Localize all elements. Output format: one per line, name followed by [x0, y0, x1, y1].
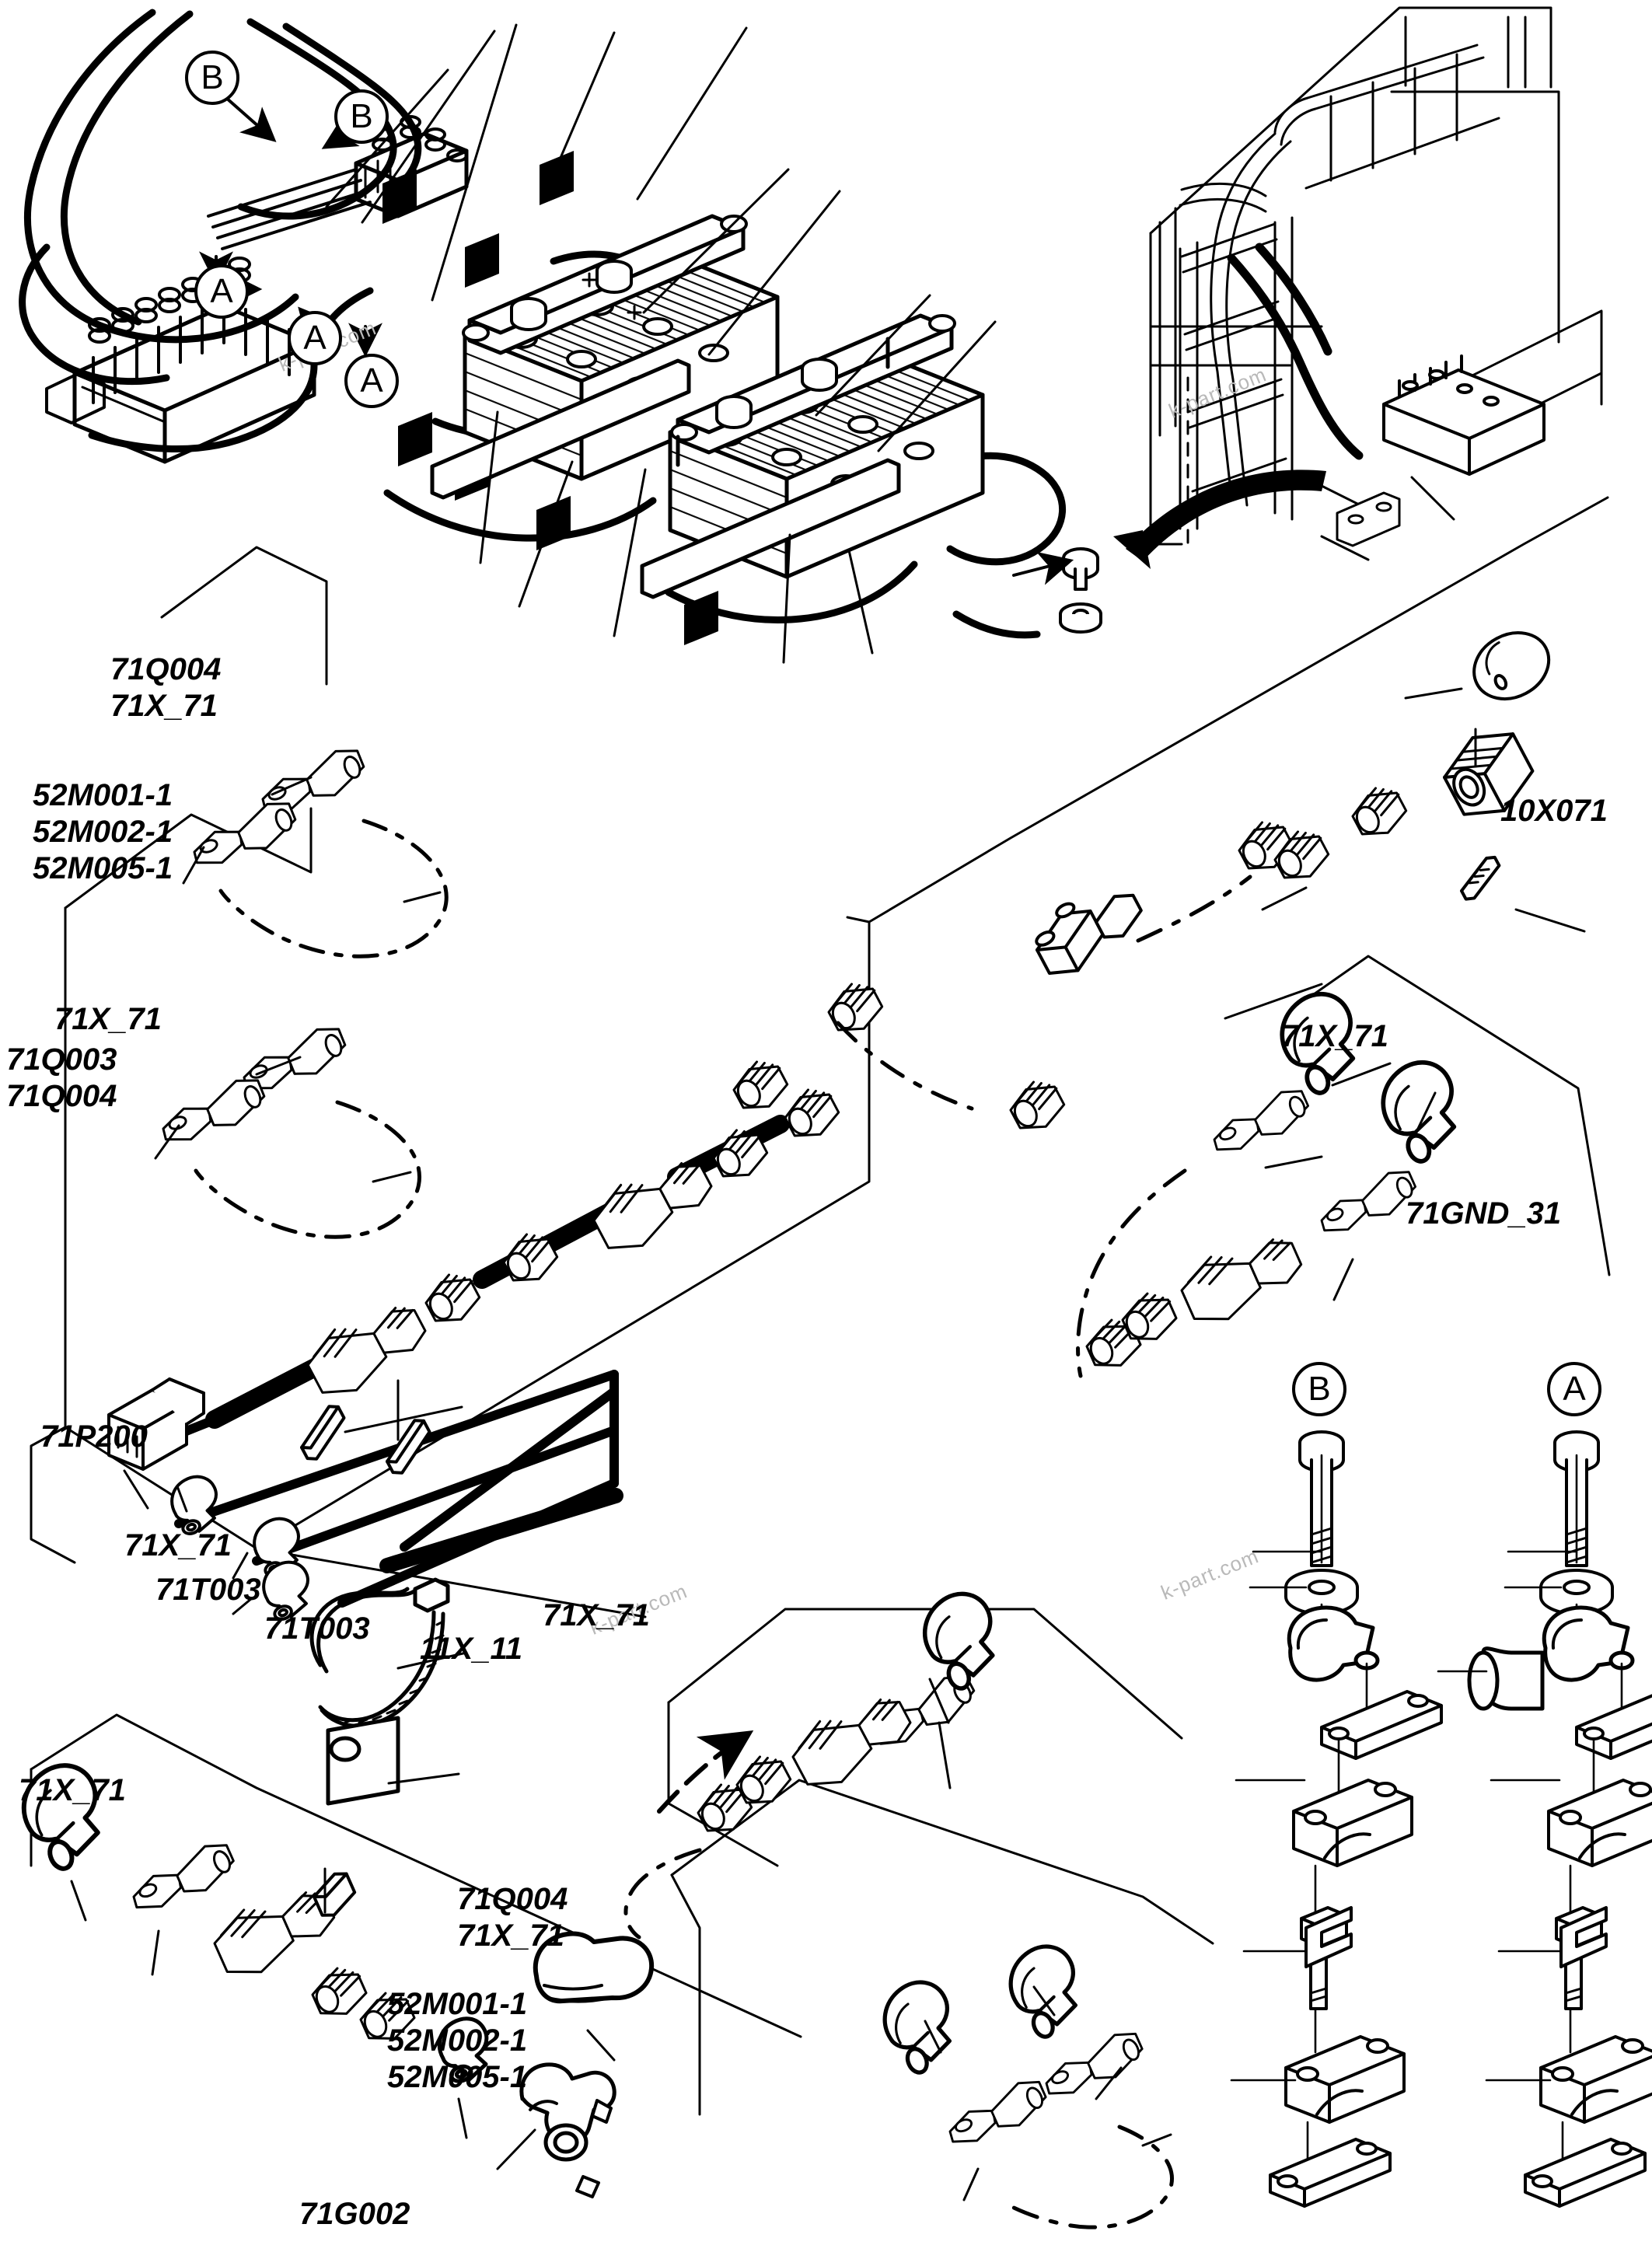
callout-bubble-a: A: [194, 264, 249, 319]
callout-bubble-b: B: [334, 89, 389, 144]
lbl-71t003-a: 71T003: [155, 1573, 261, 1607]
callout-bubble-b: B: [1292, 1362, 1346, 1416]
lbl-52m-lower: 52M001-1 52M002-1 52M005-1: [387, 1987, 528, 2095]
callout-bubble-a: A: [1547, 1362, 1601, 1416]
lbl-71x71-71t003: 71X_71: [124, 1528, 232, 1562]
lbl-11x11: 11X_11: [420, 1632, 522, 1666]
callout-bubble-b: B: [185, 51, 239, 105]
callout-bubble-a: A: [344, 354, 399, 408]
lbl-71q004-71x71-upper: 71Q004 71X_71: [110, 652, 222, 724]
lbl-71q003-71q004: 71Q003 71Q004: [6, 1042, 117, 1114]
callout-bubble-a: A: [288, 311, 342, 365]
lbl-71p200: 71P200: [40, 1419, 148, 1454]
lbl-71x71-mid-left: 71X_71: [54, 1002, 162, 1036]
lbl-71q004-71x71-lower: 71Q004 71X_71: [457, 1882, 568, 1953]
lbl-71x71-right: 71X_71: [1281, 1019, 1388, 1053]
lbl-71g002: 71G002: [299, 2197, 410, 2231]
lbl-10x071: 10X071: [1500, 794, 1608, 828]
lbl-52m-upper-left: 52M001-1 52M002-1 52M005-1: [33, 778, 173, 886]
lbl-71x71-bottom-left: 71X_71: [19, 1773, 126, 1807]
lbl-71gnd-31: 71GND_31: [1406, 1196, 1562, 1231]
lbl-71t003-b: 71T003: [264, 1611, 370, 1646]
lbl-71x71-bottom-mid: 71X_71: [543, 1598, 650, 1632]
